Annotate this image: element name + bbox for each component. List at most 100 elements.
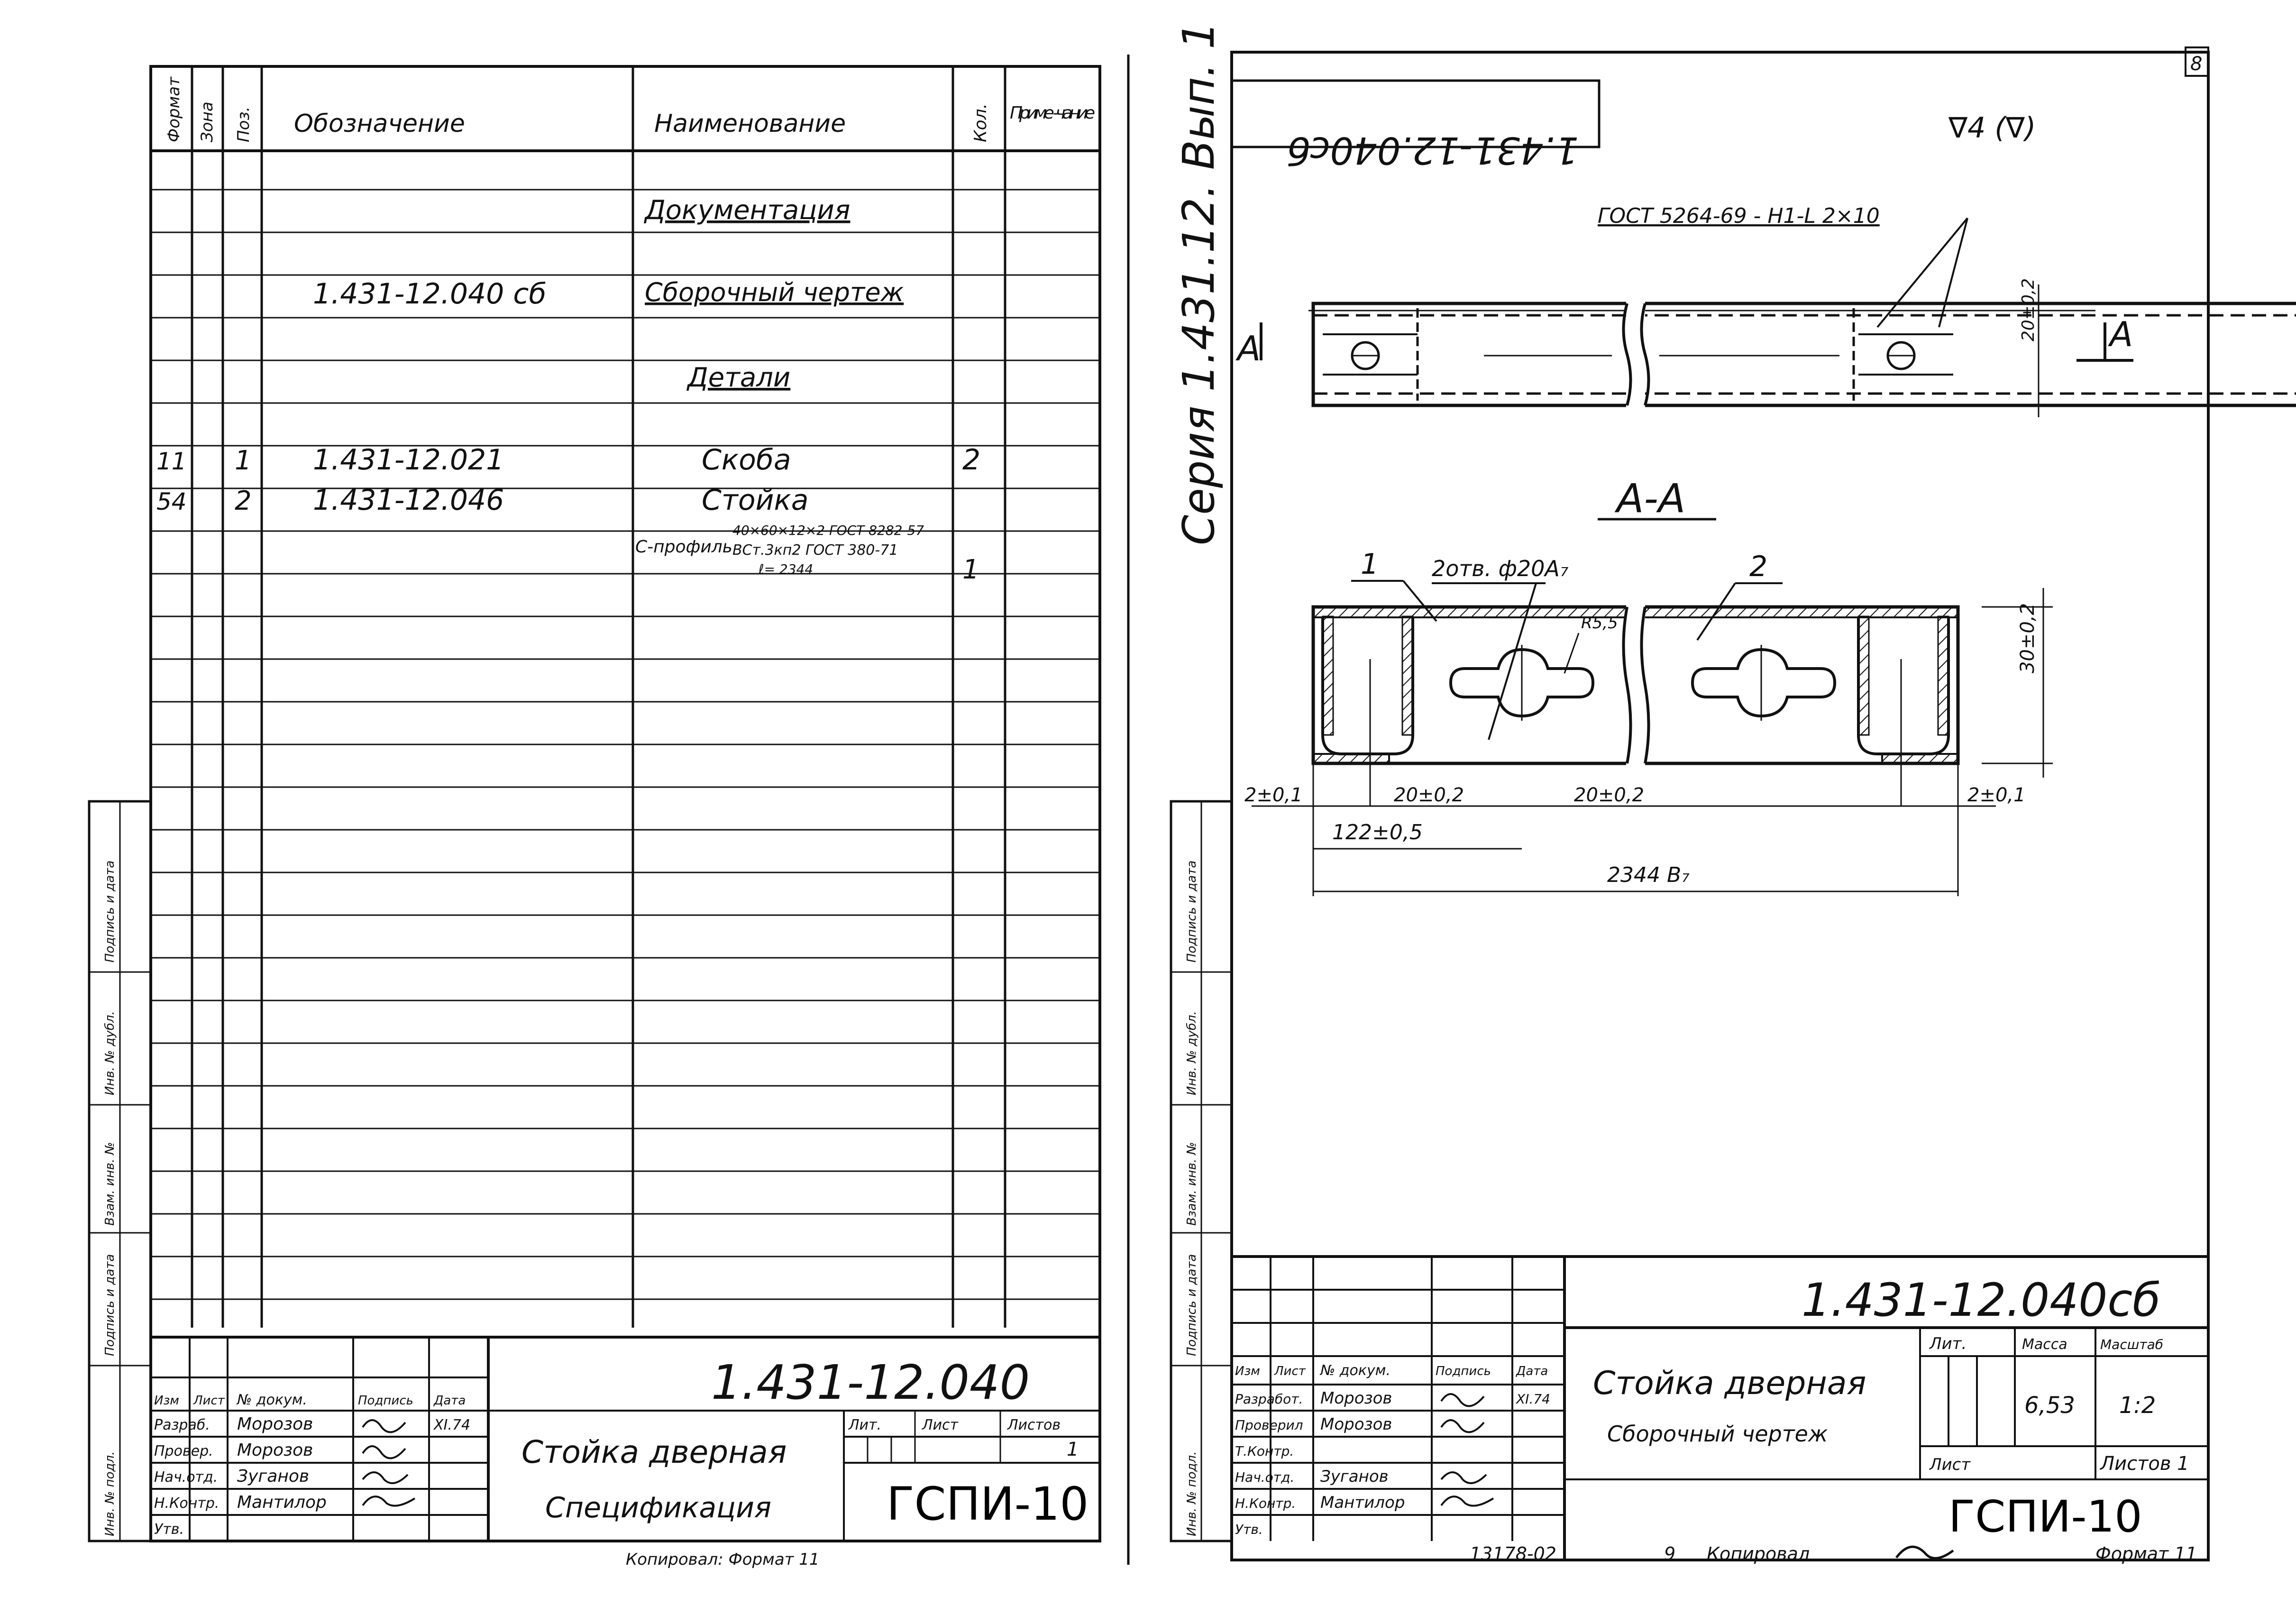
dim-hole-pos: 122±0,5 [1332, 820, 1423, 844]
drawing-tb-r1-role: Разработ. [1235, 1391, 1303, 1407]
drawing-bottom-sheet: 9 [1664, 1543, 1675, 1564]
drawing-tb-mass-label: Масса [2022, 1336, 2067, 1353]
drawing-bottom-signature [1895, 1545, 1954, 1560]
right-margin-strip: Инв. № подл. Подпись и дата Взам. инв. №… [1170, 800, 1233, 1542]
spec-tb-col-izm: Изм [154, 1394, 179, 1408]
dim-offset-right: 2±0,1 [1967, 784, 2026, 806]
drawing-tb-r5-role: Н.Контр. [1235, 1496, 1296, 1511]
spec-header-qty: Кол. [971, 103, 990, 142]
spec-tb-r1-role: Разраб. [154, 1417, 210, 1433]
left-keyhole [1449, 648, 1595, 718]
spec-tb-r4-name: Мантилор [237, 1493, 327, 1512]
drawing-roughness: ∇4 (∇) [1948, 111, 2036, 145]
left-strip-1: Инв. № подл. [103, 1451, 117, 1536]
drawing-tb-r2-signature [1440, 1419, 1485, 1433]
drawing-tb-sheets-label: Листов 1 [2099, 1453, 2189, 1475]
spec-p2-name: Стойка [702, 484, 809, 517]
right-strip-5: Подпись и дата [1185, 861, 1199, 963]
drawing-sheet-right: 1.431-12.040сб ∇4 (∇) 8 Серия 1.431.12. … [1173, 21, 2296, 1564]
spec-row-lines [151, 189, 1100, 1300]
weld-note: ГОСТ 5264-69 - Н1-L 2×10 [1598, 204, 1880, 228]
spec-tb-code: 1.431-12.040 [711, 1355, 1030, 1410]
spec-p1-qty: 2 [962, 443, 980, 477]
drawing-tb-sheet-label: Лист [1929, 1455, 1971, 1474]
drawing-tb-r4-signature [1440, 1471, 1487, 1484]
drawing-tb-title: Стойка дверная [1593, 1365, 1866, 1402]
spec-header-zone: Зона [198, 101, 217, 142]
right-keyhole [1691, 648, 1837, 718]
left-strip-3: Взам. инв. № [103, 1142, 117, 1226]
spec-tb-r2-signature [362, 1445, 406, 1459]
spec-doc-section: Документация [643, 195, 850, 226]
spec-tb-r4-signature [362, 1496, 416, 1507]
spec-tb-r1-signature [362, 1419, 406, 1433]
dim-height-section: 30±0,2 [2017, 603, 2039, 673]
spec-header-pos: Поз. [234, 107, 253, 142]
drawing-bottom-number: 13178-02 [1470, 1543, 1556, 1564]
left-margin-strip: Инв. № подл. Подпись и дата Взам. инв. №… [88, 800, 152, 1542]
drawing-tb-mass-value: 6,53 [2024, 1392, 2075, 1419]
top-view [1308, 299, 2296, 413]
callout-1: 1 [1361, 548, 1379, 581]
left-strip-2: Подпись и дата [103, 1254, 117, 1356]
radius-note: R5,5 [1581, 614, 1618, 633]
spec-p2-material-3: ℓ= 2344 [758, 561, 813, 577]
drawing-sheet-corner: 8 [2190, 53, 2202, 75]
spec-header-note: Приме -чание [1010, 103, 1095, 123]
dim-total: 2344 В₇ [1607, 863, 1690, 887]
spec-header-name: Наименование [654, 110, 846, 138]
right-strip-2: Подпись и дата [1185, 1254, 1199, 1356]
spec-p1-format: 11 [156, 448, 187, 475]
spec-tb-sheet-label: Лист [922, 1417, 959, 1433]
drawing-tb-col-izm: Изм [1235, 1364, 1260, 1378]
drawing-tb-r5-signature [1440, 1496, 1494, 1507]
drawing-tb-r1-name: Морозов [1320, 1389, 1392, 1408]
drawing-series-vertical: Серия 1.431.12. Вып. 1 [1173, 21, 1224, 545]
drawing-title-block: 1.431-12.040сб Стойка дверная Сборочный … [1232, 1255, 2208, 1560]
spec-tb-r5-role: Утв. [154, 1521, 184, 1538]
drawing-tb-scale-value: 1:2 [2119, 1392, 2156, 1419]
spec-tb-org: ГСПИ-10 [887, 1477, 1089, 1531]
spec-tb-col-date: Дата [433, 1394, 466, 1408]
spec-tb-r1-date: XI.74 [433, 1417, 470, 1433]
spec-tb-col-doc: № докум. [236, 1392, 307, 1408]
right-strip-4: Инв. № дубл. [1185, 1011, 1199, 1095]
drawing-tb-r1-signature [1440, 1393, 1485, 1407]
drawing-tb-lit-label: Лит. [1929, 1334, 1967, 1353]
spec-p2-designation: 1.431-12.046 [313, 484, 504, 517]
spec-p2-material-label: С-профиль [635, 537, 732, 557]
drawing-bottom-format: Формат 11 [2095, 1543, 2197, 1564]
drawing-tb-col-doc: № докум. [1319, 1362, 1390, 1379]
drawing-tb-subtitle: Сборочный чертеж [1607, 1421, 1828, 1447]
drawing-tb-org: ГСПИ-10 [1948, 1491, 2142, 1542]
holes-note: 2отв. ф20А₇ [1432, 556, 1569, 581]
spec-sheet: Формат Зона Поз. Обозначение Наименовани… [149, 65, 1101, 1569]
spec-parts-section: Детали [686, 362, 790, 393]
dim-hole-width-2: 20±0,2 [1574, 784, 1644, 806]
spec-tb-r3-role: Нач.отд. [154, 1469, 218, 1486]
drawing-tb-r1-date: XI.74 [1515, 1391, 1550, 1407]
spec-bottom-note: Копировал: Формат 11 [626, 1550, 820, 1569]
spec-frame [149, 65, 1101, 1542]
drawing-tb-r2-role: Проверил [1235, 1417, 1303, 1433]
spec-tb-r4-role: Н.Контр. [154, 1495, 219, 1512]
spec-doc-designation: 1.431-12.040 сб [313, 277, 546, 311]
spec-p1-designation: 1.431-12.021 [313, 443, 504, 477]
spec-p2-pos: 2 [235, 486, 252, 516]
spec-p2-material-1: 40×60×12×2 ГОСТ 8282-57 [732, 523, 924, 538]
section-mark-right: A [2108, 314, 2133, 354]
section-title: A-A [1614, 475, 1685, 522]
spec-p2-qty: 1 [962, 554, 979, 585]
drawing-mirrored-code: 1.431-12.040сб [1287, 128, 1579, 171]
spec-header-format: Формат [165, 76, 183, 142]
callout-2: 2 [1749, 550, 1767, 583]
spec-tb-r2-name: Морозов [237, 1440, 313, 1460]
spec-doc-name: Сборочный чертеж [645, 277, 904, 307]
left-strip-5: Подпись и дата [103, 861, 117, 963]
spec-header-designation: Обозначение [294, 110, 465, 138]
drawing-bottom-copied: Копировал [1707, 1543, 1810, 1564]
spec-tb-title: Стойка дверная [521, 1434, 787, 1470]
right-strip-1: Инв. № подл. [1185, 1451, 1199, 1536]
spec-p1-name: Скоба [702, 443, 791, 477]
drawing-tb-r2-name: Морозов [1320, 1415, 1392, 1434]
